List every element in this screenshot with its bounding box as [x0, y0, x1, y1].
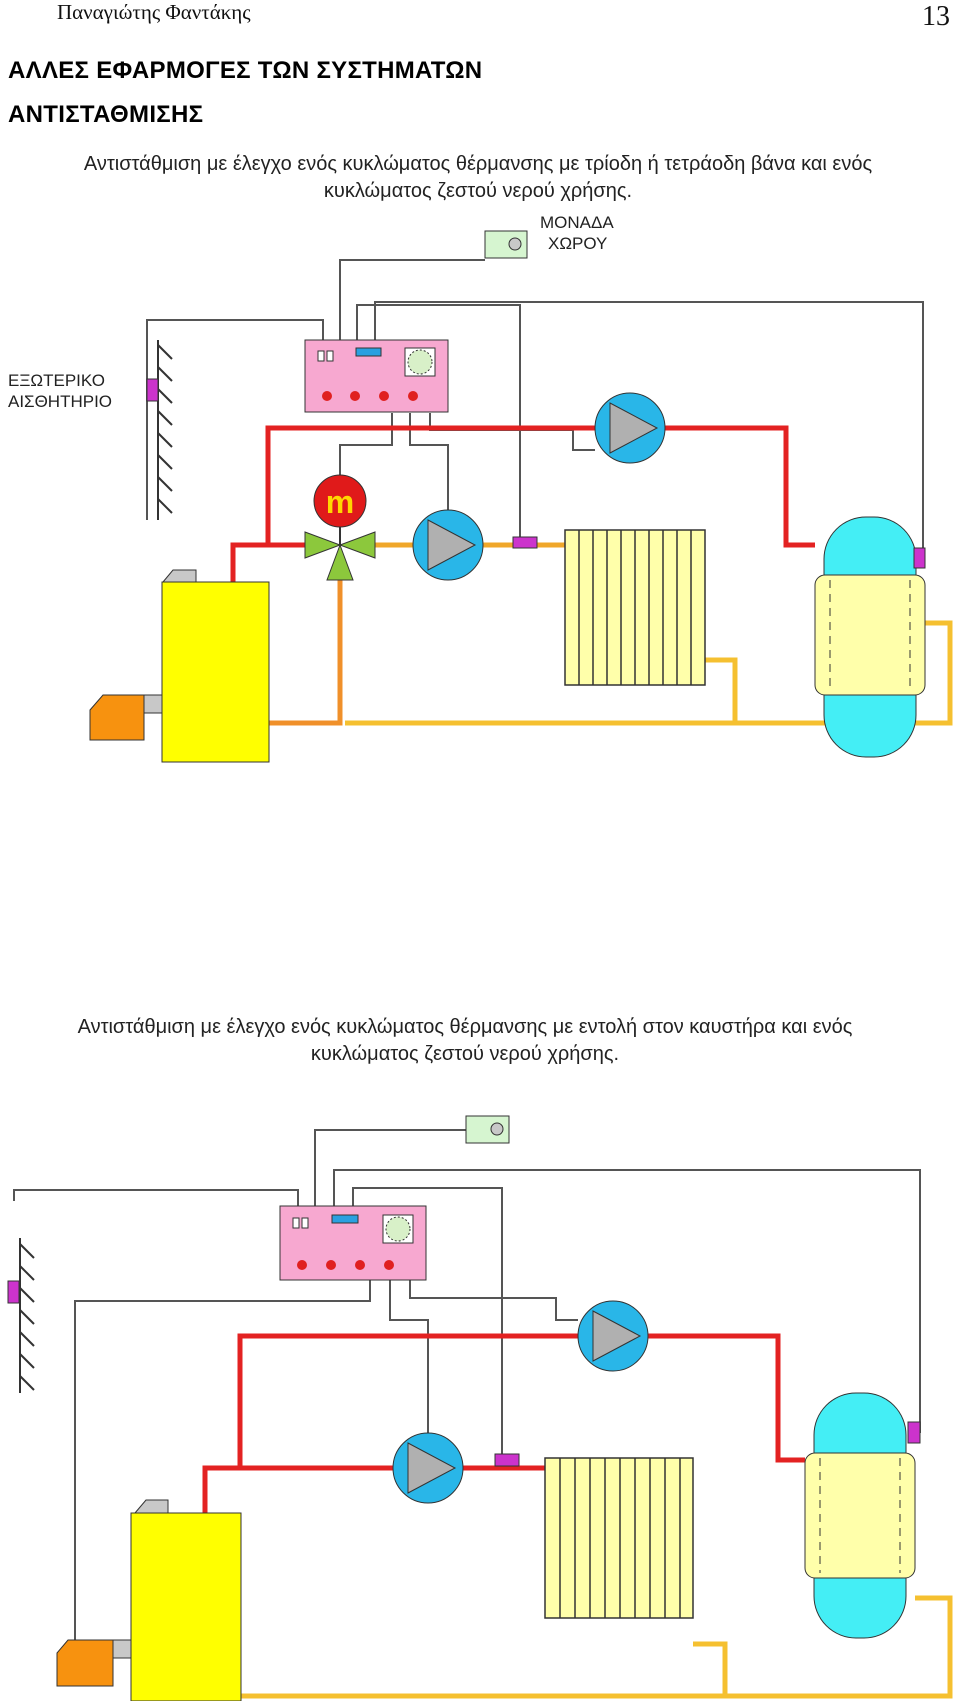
- page-header-author: Παναγιώτης Φαντάκης: [57, 0, 251, 24]
- figure-1-valve-motor: m: [313, 474, 367, 528]
- figure-2-diagram: Αντιστάθμιση με έλεγχο ενός κυκλώματος θ…: [7, 1016, 953, 1701]
- figure-1-return-pipes: [345, 620, 953, 726]
- figure-1-diagram: Αντιστάθμιση με έλεγχο ενός κυκλώματος θ…: [8, 153, 953, 763]
- figure-1-room-unit-knob: [508, 237, 522, 251]
- figure-2-controller: [279, 1205, 427, 1281]
- figure-1-room-unit-label2: ΧΩΡΟΥ: [548, 234, 607, 253]
- page-number: 13: [922, 1, 950, 32]
- figure-2-supply-sensor: [494, 1453, 520, 1467]
- figure-1-bypass-pipe: [268, 580, 343, 726]
- figure-1-supply-pipes: [230, 425, 815, 585]
- figure-1-radiator: [564, 529, 706, 686]
- figure-1-three-way-valve: [304, 525, 376, 581]
- figure-1-controller: [304, 339, 449, 413]
- figure-1-outdoor-sensor-label2: ΑΙΣΘΗΤΗΡΙΟ: [8, 392, 112, 411]
- figure-1-tank-sensor: [913, 547, 926, 569]
- figure-1-pump-dhw: [594, 392, 666, 464]
- figure-2-outdoor-wall: [19, 1238, 35, 1393]
- figure-2-outdoor-sensor: [7, 1280, 20, 1304]
- figure-1-hot-water-tank: [814, 516, 926, 758]
- figure-2-room-unit-knob: [490, 1122, 504, 1136]
- figure-2-radiator: [544, 1457, 694, 1619]
- figure-2-supply-pipes: [202, 1333, 805, 1513]
- figure-1-burner: [89, 694, 163, 741]
- figure-1-outdoor-sensor-label1: ΕΞΩΤΕΡΙΚΟ: [8, 371, 105, 390]
- figure-1-control-wires: [146, 259, 924, 565]
- figure-2-control-wires: [13, 1129, 921, 1653]
- figure-2-pump-dhw: [577, 1300, 649, 1372]
- section-title-line1: ΑΛΛΕΣ ΕΦΑΡΜΟΓΕΣ ΤΩΝ ΣΥΣΤΗΜΑΤΩΝ: [8, 57, 483, 84]
- figure-2-hot-water-tank: [804, 1392, 916, 1639]
- figure-2-tank-sensor: [907, 1421, 921, 1444]
- figure-2-burner: [56, 1639, 132, 1687]
- figure-2-boiler: [130, 1499, 242, 1701]
- figure-2-caption-line2: κυκλώματος ζεστού νερού χρήσης.: [311, 1043, 619, 1065]
- figure-1-valve-motor-letter: m: [326, 484, 354, 520]
- figure-1-pump-heating: [412, 509, 484, 581]
- section-title-line2: ΑΝΤΙΣΤΑΘΜΙΣΗΣ: [8, 101, 204, 128]
- figure-2-return-pipes: [240, 1595, 953, 1699]
- figure-1-outdoor-wall: [157, 340, 173, 520]
- figure-1-caption-line2: κυκλώματος ζεστού νερού χρήσης.: [324, 180, 632, 202]
- figure-1-room-unit-label1: ΜΟΝΑΔΑ: [540, 213, 614, 232]
- figure-1-supply-sensor: [512, 536, 538, 549]
- figure-1-outdoor-sensor: [146, 378, 159, 402]
- figure-2-caption-line1: Αντιστάθμιση με έλεγχο ενός κυκλώματος θ…: [78, 1016, 853, 1038]
- figure-1-caption-line1: Αντιστάθμιση με έλεγχο ενός κυκλώματος θ…: [84, 153, 873, 175]
- figure-2-pump-heating: [392, 1432, 464, 1504]
- figure-1-boiler: [161, 569, 270, 763]
